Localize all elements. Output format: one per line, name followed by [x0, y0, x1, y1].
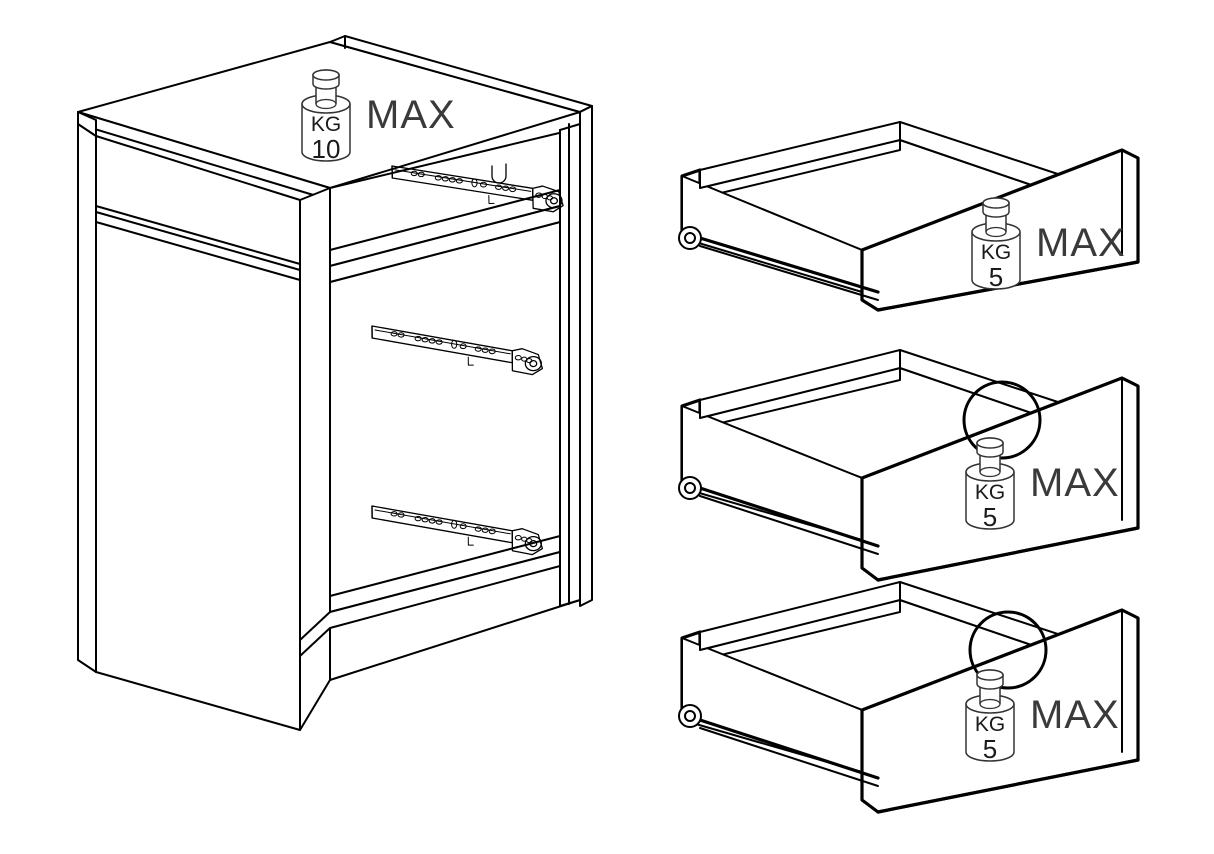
- drawer3-roller-wheel: [678, 704, 702, 728]
- drawer2-bottom-rail-lower: [699, 495, 879, 555]
- drawer3-front-bottom-edge: [876, 758, 1140, 814]
- drawer2-front-bottom-edge: [876, 526, 1140, 582]
- drawer2-max-text: MAX: [1030, 461, 1120, 505]
- drawer-box-middle: KG 5 MAX: [678, 349, 1140, 582]
- drawer1-load-label: KG 5 MAX: [971, 197, 1126, 292]
- drawer1-bottom-rail-lower: [699, 245, 879, 301]
- drawer3-max-text: MAX: [1030, 693, 1120, 737]
- drawer3-bottom-rail-lower: [699, 727, 879, 787]
- cabinet-load-value: 10: [312, 134, 341, 164]
- drawer2-load-value: 5: [983, 502, 997, 532]
- drawer1-load-value: 5: [989, 262, 1003, 292]
- drawer3-bottom-rail: [698, 718, 880, 780]
- drawer1-load-unit: KG: [981, 241, 1011, 264]
- drawer2-bottom-rail: [698, 486, 880, 548]
- drawer1-max-text: MAX: [1036, 221, 1126, 265]
- drawer-box-bottom: KG 5 MAX: [678, 581, 1140, 814]
- cabinet-left-panel-edge: [77, 123, 97, 673]
- drawer2-load-unit: KG: [975, 481, 1005, 504]
- drawer2-load-label: KG 5 MAX: [965, 437, 1120, 532]
- drawer1-bottom-rail: [698, 236, 880, 294]
- cabinet-right-outer-board: [579, 105, 593, 607]
- cabinet-carcass: KG 10 MAX: [77, 35, 593, 731]
- cabinet-max-text: MAX: [366, 93, 456, 137]
- drawer1-roller-wheel: [678, 226, 702, 250]
- drawer2-ring-detail: [962, 380, 1042, 460]
- cabinet-divider-rail-line: [95, 211, 301, 271]
- drawer3-load-unit: KG: [975, 713, 1005, 736]
- drawer3-load-value: 5: [983, 734, 997, 764]
- drawer3-load-label: KG 5 MAX: [965, 669, 1120, 764]
- cabinet-load-unit: KG: [311, 113, 341, 136]
- drawer3-ring-detail: [968, 610, 1048, 690]
- drawer-box-top: KG 5 MAX: [678, 121, 1140, 312]
- drawer2-roller-wheel: [678, 476, 702, 500]
- cabinet-load-label: KG 10 MAX: [301, 69, 456, 164]
